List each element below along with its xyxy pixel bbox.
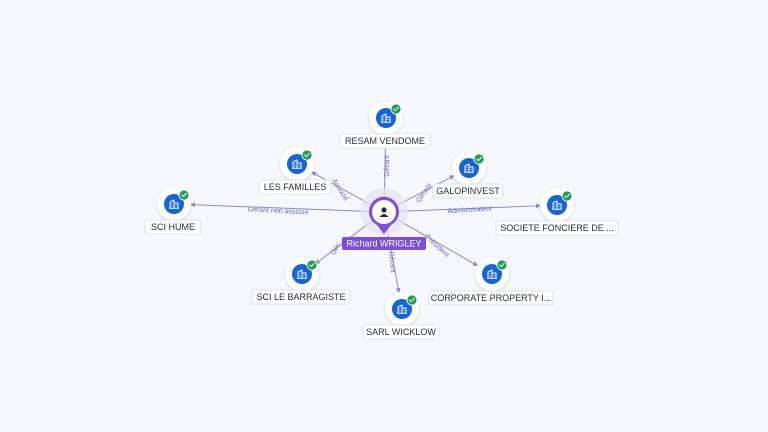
company-label-box — [432, 183, 504, 199]
company-node-societe-fonciere[interactable]: SOCIETE FONCIERE DE ... — [495, 188, 619, 236]
building-icon — [397, 304, 407, 314]
building-icon — [487, 269, 497, 279]
company-label-box — [495, 220, 619, 236]
person-label-box — [342, 237, 426, 250]
edge-corporate-property — [395, 218, 478, 266]
building-icon — [552, 200, 562, 210]
edge-label-resam: Gérant — [384, 155, 391, 176]
edge-sci-hume — [190, 202, 371, 212]
company-node-sci-hume[interactable]: SCI HUME — [144, 187, 202, 235]
company-label-box — [362, 324, 440, 340]
company-node-sarl-wicklow[interactable]: SARL WICKLOW — [362, 292, 440, 340]
edge-les-familles — [311, 171, 372, 206]
edge-label-sci-hume: Gérant non associé — [247, 206, 308, 216]
company-name: SCI HUME — [151, 222, 195, 232]
nodes-layer: RESAM VENDOME GALOPINVEST SOCIETE FONCIERE… — [144, 101, 619, 340]
company-node-galopinvest[interactable]: GALOPINVEST — [432, 151, 504, 199]
company-label-box — [339, 133, 431, 149]
verified-check-icon — [496, 259, 508, 271]
edge-label-societe-fonciere: Administrateur — [447, 205, 493, 215]
verified-check-icon — [406, 294, 418, 306]
verified-check-icon — [301, 149, 313, 161]
person-name: Richard WRIGLEY — [346, 238, 421, 248]
company-name: RESAM VENDOME — [345, 136, 425, 146]
company-node-resam[interactable]: RESAM VENDOME — [339, 101, 431, 149]
company-label-box — [251, 289, 351, 305]
verified-check-icon — [306, 259, 318, 271]
center-person-node[interactable]: Richard WRIGLEY — [342, 188, 426, 250]
building-icon — [169, 199, 179, 209]
person-icon — [379, 207, 389, 217]
building-icon — [292, 159, 302, 169]
company-name: LES FAMILLES — [264, 182, 327, 192]
verified-check-icon — [561, 190, 573, 202]
company-node-corporate-property[interactable]: CORPORATE PROPERTY I... — [428, 257, 554, 306]
edge-label-les-familles: Associé — [330, 178, 349, 203]
company-node-sci-le-barragiste[interactable]: SCI LE BARRAGISTE — [251, 257, 351, 305]
building-icon — [381, 113, 391, 123]
company-node-les-familles[interactable]: LES FAMILLES — [258, 147, 332, 195]
verified-check-icon — [178, 189, 190, 201]
building-icon — [297, 269, 307, 279]
company-name: SARL WICKLOW — [366, 327, 436, 337]
edge-galopinvest — [396, 175, 455, 207]
verified-check-icon — [473, 153, 485, 165]
edge-societe-fonciere — [397, 203, 541, 212]
company-name: SCI LE BARRAGISTE — [256, 292, 345, 302]
company-name: SOCIETE FONCIERE DE ... — [500, 223, 614, 233]
company-label-box — [258, 179, 332, 195]
edge-label-galopinvest: Gérant — [415, 182, 433, 204]
verified-check-icon — [390, 103, 402, 115]
company-name: CORPORATE PROPERTY I... — [431, 293, 552, 303]
edge-sarl-wicklow — [386, 225, 401, 294]
company-label-box — [144, 219, 202, 235]
edge-label-sarl-wicklow: Gérant — [387, 251, 396, 273]
edge-label-corporate-property: Président — [423, 234, 450, 259]
company-name: GALOPINVEST — [436, 186, 500, 196]
company-label-box — [428, 290, 554, 306]
building-icon — [464, 163, 474, 173]
